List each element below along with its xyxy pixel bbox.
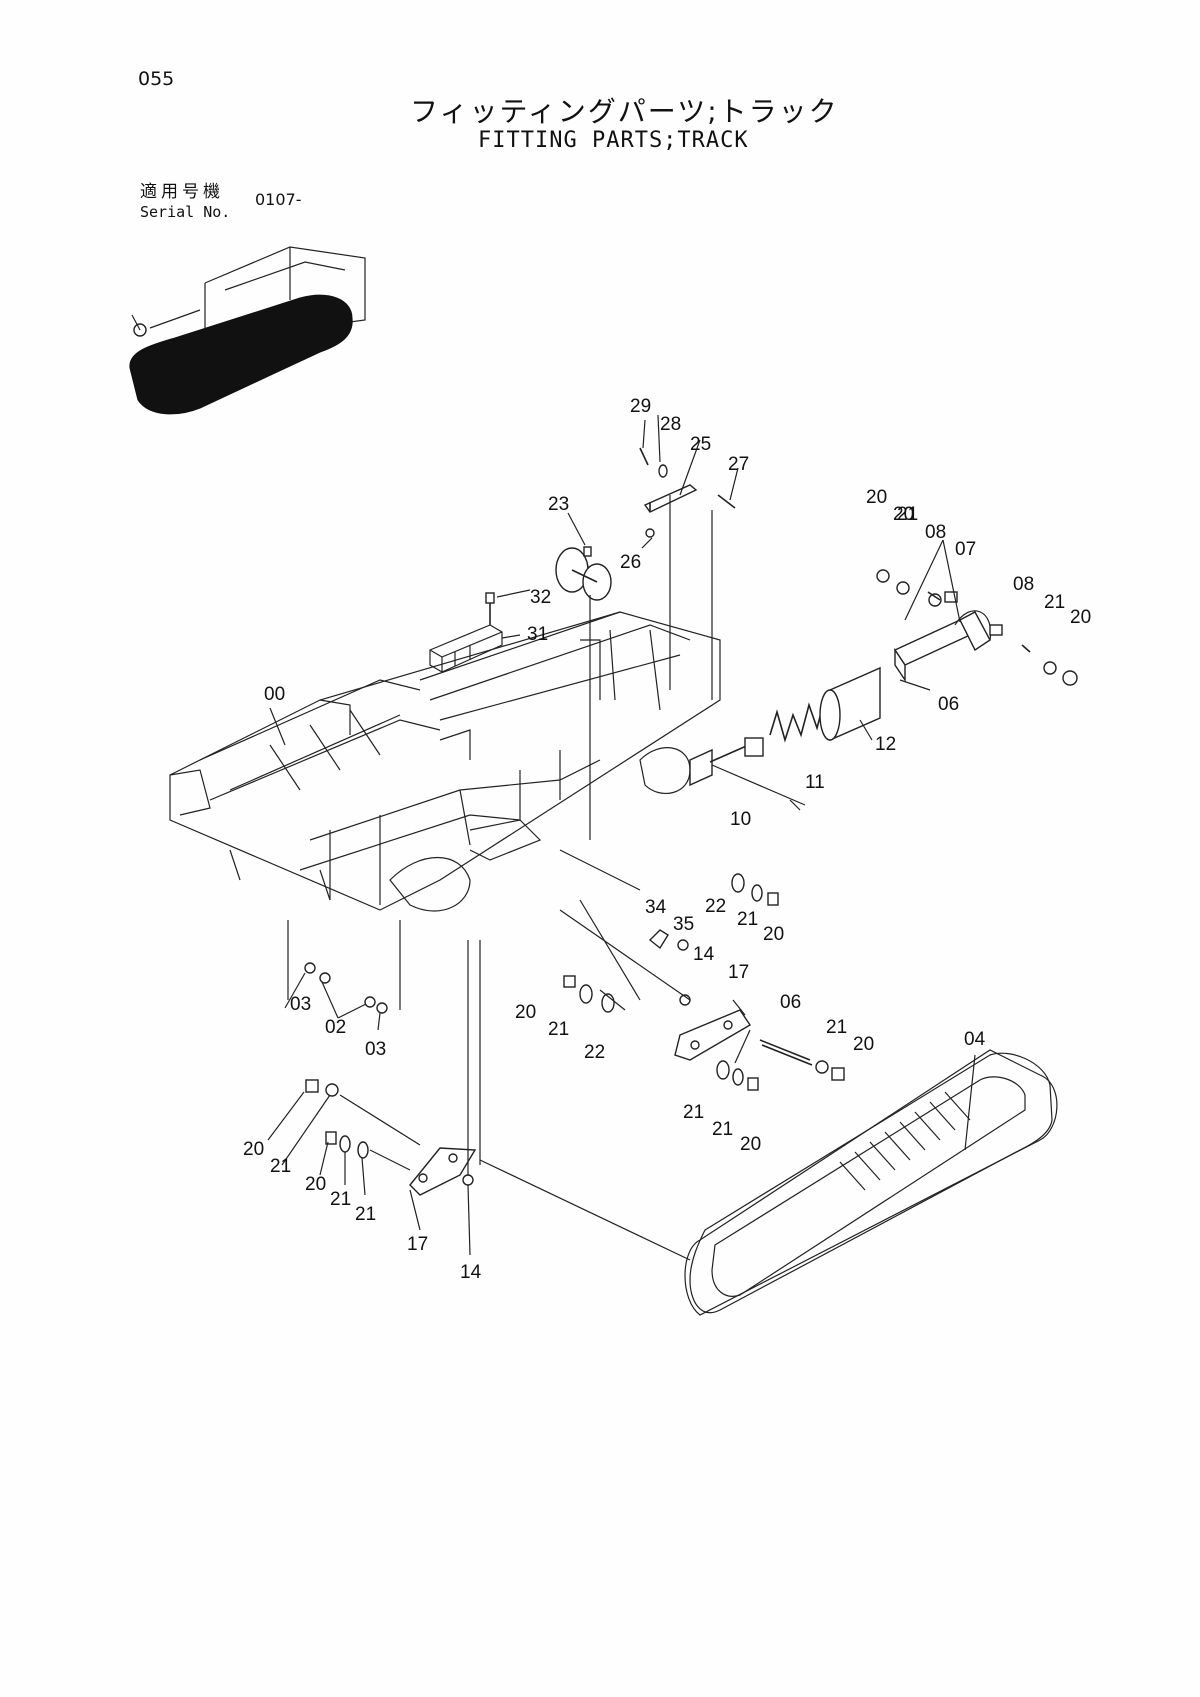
track-adjuster-assembly [689,569,1078,787]
callout-20: 20 [893,504,914,525]
callout-21: 21 [897,504,918,525]
callout-00: 00 [264,684,285,705]
leader-lines [267,414,976,1256]
page-number: 055 [138,68,175,90]
callout-06: 06 [780,992,801,1013]
callout-21: 21 [826,1017,847,1038]
callout-29: 29 [630,396,651,417]
serial-number-value: 0107- [255,190,302,209]
frame-side-hardware [559,849,779,1006]
callout-34: 34 [645,897,667,918]
callout-25: 25 [690,434,711,455]
callout-12: 12 [875,734,896,755]
callout-21: 21 [1044,592,1065,613]
callout-23: 23 [548,494,569,515]
machine-thumbnail [129,246,366,415]
callout-11: 11 [805,772,825,793]
callout-20: 20 [740,1134,761,1155]
callout-31: 31 [527,624,548,645]
callout-08: 08 [925,522,946,543]
bracket-part-17-right [674,1009,845,1091]
callout-21: 21 [712,1119,733,1140]
callout-17: 17 [728,962,749,983]
pin-assembly-parts-25-29 [639,447,736,700]
callout-26: 26 [620,552,641,573]
callout-14: 14 [693,944,715,965]
callout-20: 20 [853,1034,874,1055]
callout-21: 21 [330,1189,351,1210]
callout-07: 07 [955,539,976,560]
pad-block-part-31 [429,592,503,673]
callout-21: 21 [548,1019,569,1040]
serial-label-japanese: 適用号機 [140,182,224,202]
callout-20: 20 [866,487,887,508]
serial-label-english: Serial No. [140,203,231,221]
callout-20: 20 [305,1174,326,1195]
page-title-english: FITTING PARTS;TRACK [478,128,749,153]
callout-21: 21 [270,1156,291,1177]
roller-part-23 [555,546,612,840]
main-frame-part-00 [169,611,721,912]
callout-20: 20 [763,924,784,945]
callout-27: 27 [728,454,749,475]
thumbnail-track-highlight [129,294,353,415]
bracket-part-17-left [305,940,481,1196]
callout-35: 35 [673,914,694,935]
callout-02: 02 [325,1017,346,1038]
callout-03: 03 [290,994,311,1015]
callout-20: 20 [243,1139,264,1160]
callout-20: 20 [1070,607,1091,628]
page-title-japanese: フィッティングパーツ;トラック [410,95,839,128]
callout-14: 14 [460,1262,482,1283]
callout-28: 28 [660,414,681,435]
callout-17: 17 [407,1234,428,1255]
frame-bolts-parts-02-03 [287,920,401,1014]
callout-10: 10 [730,809,751,830]
callout-21: 21 [683,1102,704,1123]
callout-06: 06 [938,694,959,715]
callout-32: 32 [530,587,551,608]
center-hardware [563,975,626,1013]
callout-labels: 00 02 03 03 04 06 06 07 08 08 10 11 12 1… [243,396,1091,1283]
callout-04: 04 [964,1029,986,1050]
callout-22: 22 [584,1042,605,1063]
callout-21: 21 [737,909,758,930]
rubber-track-part-04 [479,1049,1058,1316]
callout-03: 03 [365,1039,386,1060]
callout-22: 22 [705,896,726,917]
callout-08: 08 [1013,574,1034,595]
callout-20: 20 [515,1002,536,1023]
callout-21: 21 [355,1204,376,1225]
